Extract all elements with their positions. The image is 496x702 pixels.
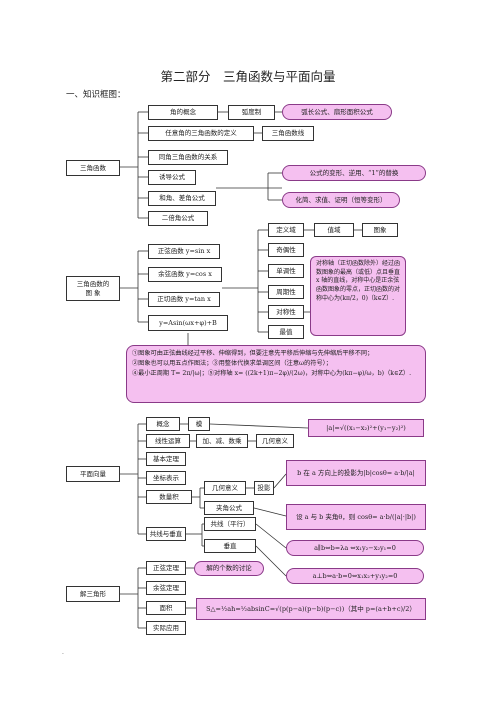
vector-item-collinear-perp: 共线与垂直 bbox=[146, 527, 186, 541]
vector-projection-formula: b 在 a 方向上的投影为|b|cosθ= a·b/|a| bbox=[286, 460, 426, 486]
trig-simplify: 化简、求值、证明（恒等变形） bbox=[282, 192, 400, 208]
triangle-item-area: 面积 bbox=[146, 601, 186, 615]
vector-parallel-cond: a∥b⇔b=λa ⇔x₁y₂−x₂y₁=0 bbox=[286, 540, 424, 556]
vector-collinear: 共线（平行） bbox=[204, 517, 256, 531]
graph-root-line1: 三角函数的 bbox=[76, 279, 110, 288]
graph-note-3: ④最小正周期 T= 2π/|ω|；⑤对称轴 x= ((2k+1)π−2φ)/(2… bbox=[132, 369, 412, 377]
graph-notes: ①图象可由正弦曲线经过平移、伸缩得到，但要注意先平移后伸缩与先伸缩后平移不同； … bbox=[126, 345, 426, 403]
graph-note-2: ②图象也可以用五点作图法；③用整体代换求单调区间（注意ω的符号）； bbox=[132, 359, 332, 367]
graph-prop-monotonic: 单调性 bbox=[268, 264, 304, 278]
triangle-item-sine: 正弦定理 bbox=[146, 561, 186, 575]
footer-mark: · bbox=[62, 651, 64, 658]
graph-func-general: y=Asin(ωx+φ)+B bbox=[148, 315, 228, 331]
graph-root: 三角函数的 图 象 bbox=[66, 276, 120, 301]
triangle-root: 解三角形 bbox=[66, 586, 120, 602]
vector-modulus: 模 bbox=[188, 417, 210, 431]
graph-prop-range: 值域 bbox=[314, 223, 354, 237]
section-heading: 一、知识框图： bbox=[66, 90, 126, 100]
trig-line: 三角函数线 bbox=[262, 126, 314, 141]
graph-prop-symmetry: 对称性 bbox=[268, 305, 304, 319]
triangle-discuss: 解的个数的讨论 bbox=[194, 561, 264, 576]
trig-arc-formula: 弧长公式、扇形面积公式 bbox=[282, 104, 392, 120]
page-title: 第二部分 三角函数与平面向量 bbox=[160, 69, 336, 84]
triangle-item-cosine: 余弦定理 bbox=[146, 581, 186, 595]
trig-item-induction: 诱导公式 bbox=[148, 170, 196, 185]
trig-item-definition: 任意角的三角函数的定义 bbox=[148, 126, 254, 141]
graph-prop-domain: 定义域 bbox=[268, 223, 304, 237]
graph-func-tan: 正切函数 y=tan x bbox=[148, 292, 220, 307]
trig-item-sum-diff: 和角、差角公式 bbox=[148, 191, 216, 206]
vector-item-dot: 数量积 bbox=[146, 490, 192, 504]
trig-item-angle: 角的概念 bbox=[148, 105, 218, 120]
vector-modulus-formula: |a|=√((x₁−x₂)²+(y₁−y₂)²) bbox=[308, 419, 424, 437]
vector-root: 平面向量 bbox=[66, 466, 120, 482]
graph-prop-graph: 图象 bbox=[362, 223, 398, 237]
graph-prop-period: 周期性 bbox=[268, 285, 304, 299]
vector-item-coord: 坐标表示 bbox=[146, 471, 186, 485]
triangle-item-application: 实际应用 bbox=[146, 621, 186, 635]
graph-root-line2: 图 象 bbox=[85, 288, 101, 297]
trig-radian: 弧度制 bbox=[228, 105, 275, 120]
triangle-area-formula: S△=½ah=½absinC=√(p(p−a)(p−b)(p−c))（其中 p=… bbox=[196, 598, 426, 620]
trig-item-double: 二倍角公式 bbox=[148, 211, 208, 226]
vector-projection: 投影 bbox=[254, 481, 274, 495]
graph-prop-parity: 奇偶性 bbox=[268, 243, 304, 257]
graph-prop-extrema: 最值 bbox=[268, 325, 304, 339]
vector-geo-meaning: 几何意义 bbox=[256, 434, 294, 448]
trig-transform: 公式的变形、逆用、“1”的替换 bbox=[282, 165, 426, 181]
vector-item-linear: 线性运算 bbox=[146, 434, 190, 448]
vector-perp: 垂直 bbox=[204, 539, 256, 553]
graph-note-1: ①图象可由正弦曲线经过平移、伸缩得到，但要注意先平移后伸缩与先伸缩后平移不同； bbox=[132, 350, 374, 357]
trig-item-relation: 同角三角函数的关系 bbox=[148, 150, 228, 165]
vector-item-basic-theorem: 基本定理 bbox=[146, 452, 186, 466]
graph-func-sin: 正弦函数 y=sin x bbox=[148, 244, 220, 259]
vector-item-concept: 概念 bbox=[146, 417, 180, 431]
vector-angle-label: 夹角公式 bbox=[204, 501, 254, 515]
vector-dot-geo: 几何意义 bbox=[204, 481, 246, 495]
vector-perp-cond: a⊥b⇔a·b=0⇔x₁x₂+y₁y₂=0 bbox=[286, 568, 424, 584]
graph-func-cos: 余弦函数 y=cos x bbox=[148, 267, 222, 282]
vector-angle-formula: 设 a 与 b 夹角θ，则 cosθ= a·b/(|a|·|b|) bbox=[286, 504, 426, 530]
trig-root: 三角函数 bbox=[66, 160, 120, 176]
vector-linear-ops: 加、减、数乘 bbox=[196, 434, 248, 448]
graph-symmetry-note: 对称轴（正切函数除外）经过函数图象的最高（或低）点且垂直 x 轴的直线，对称中心… bbox=[310, 256, 406, 336]
